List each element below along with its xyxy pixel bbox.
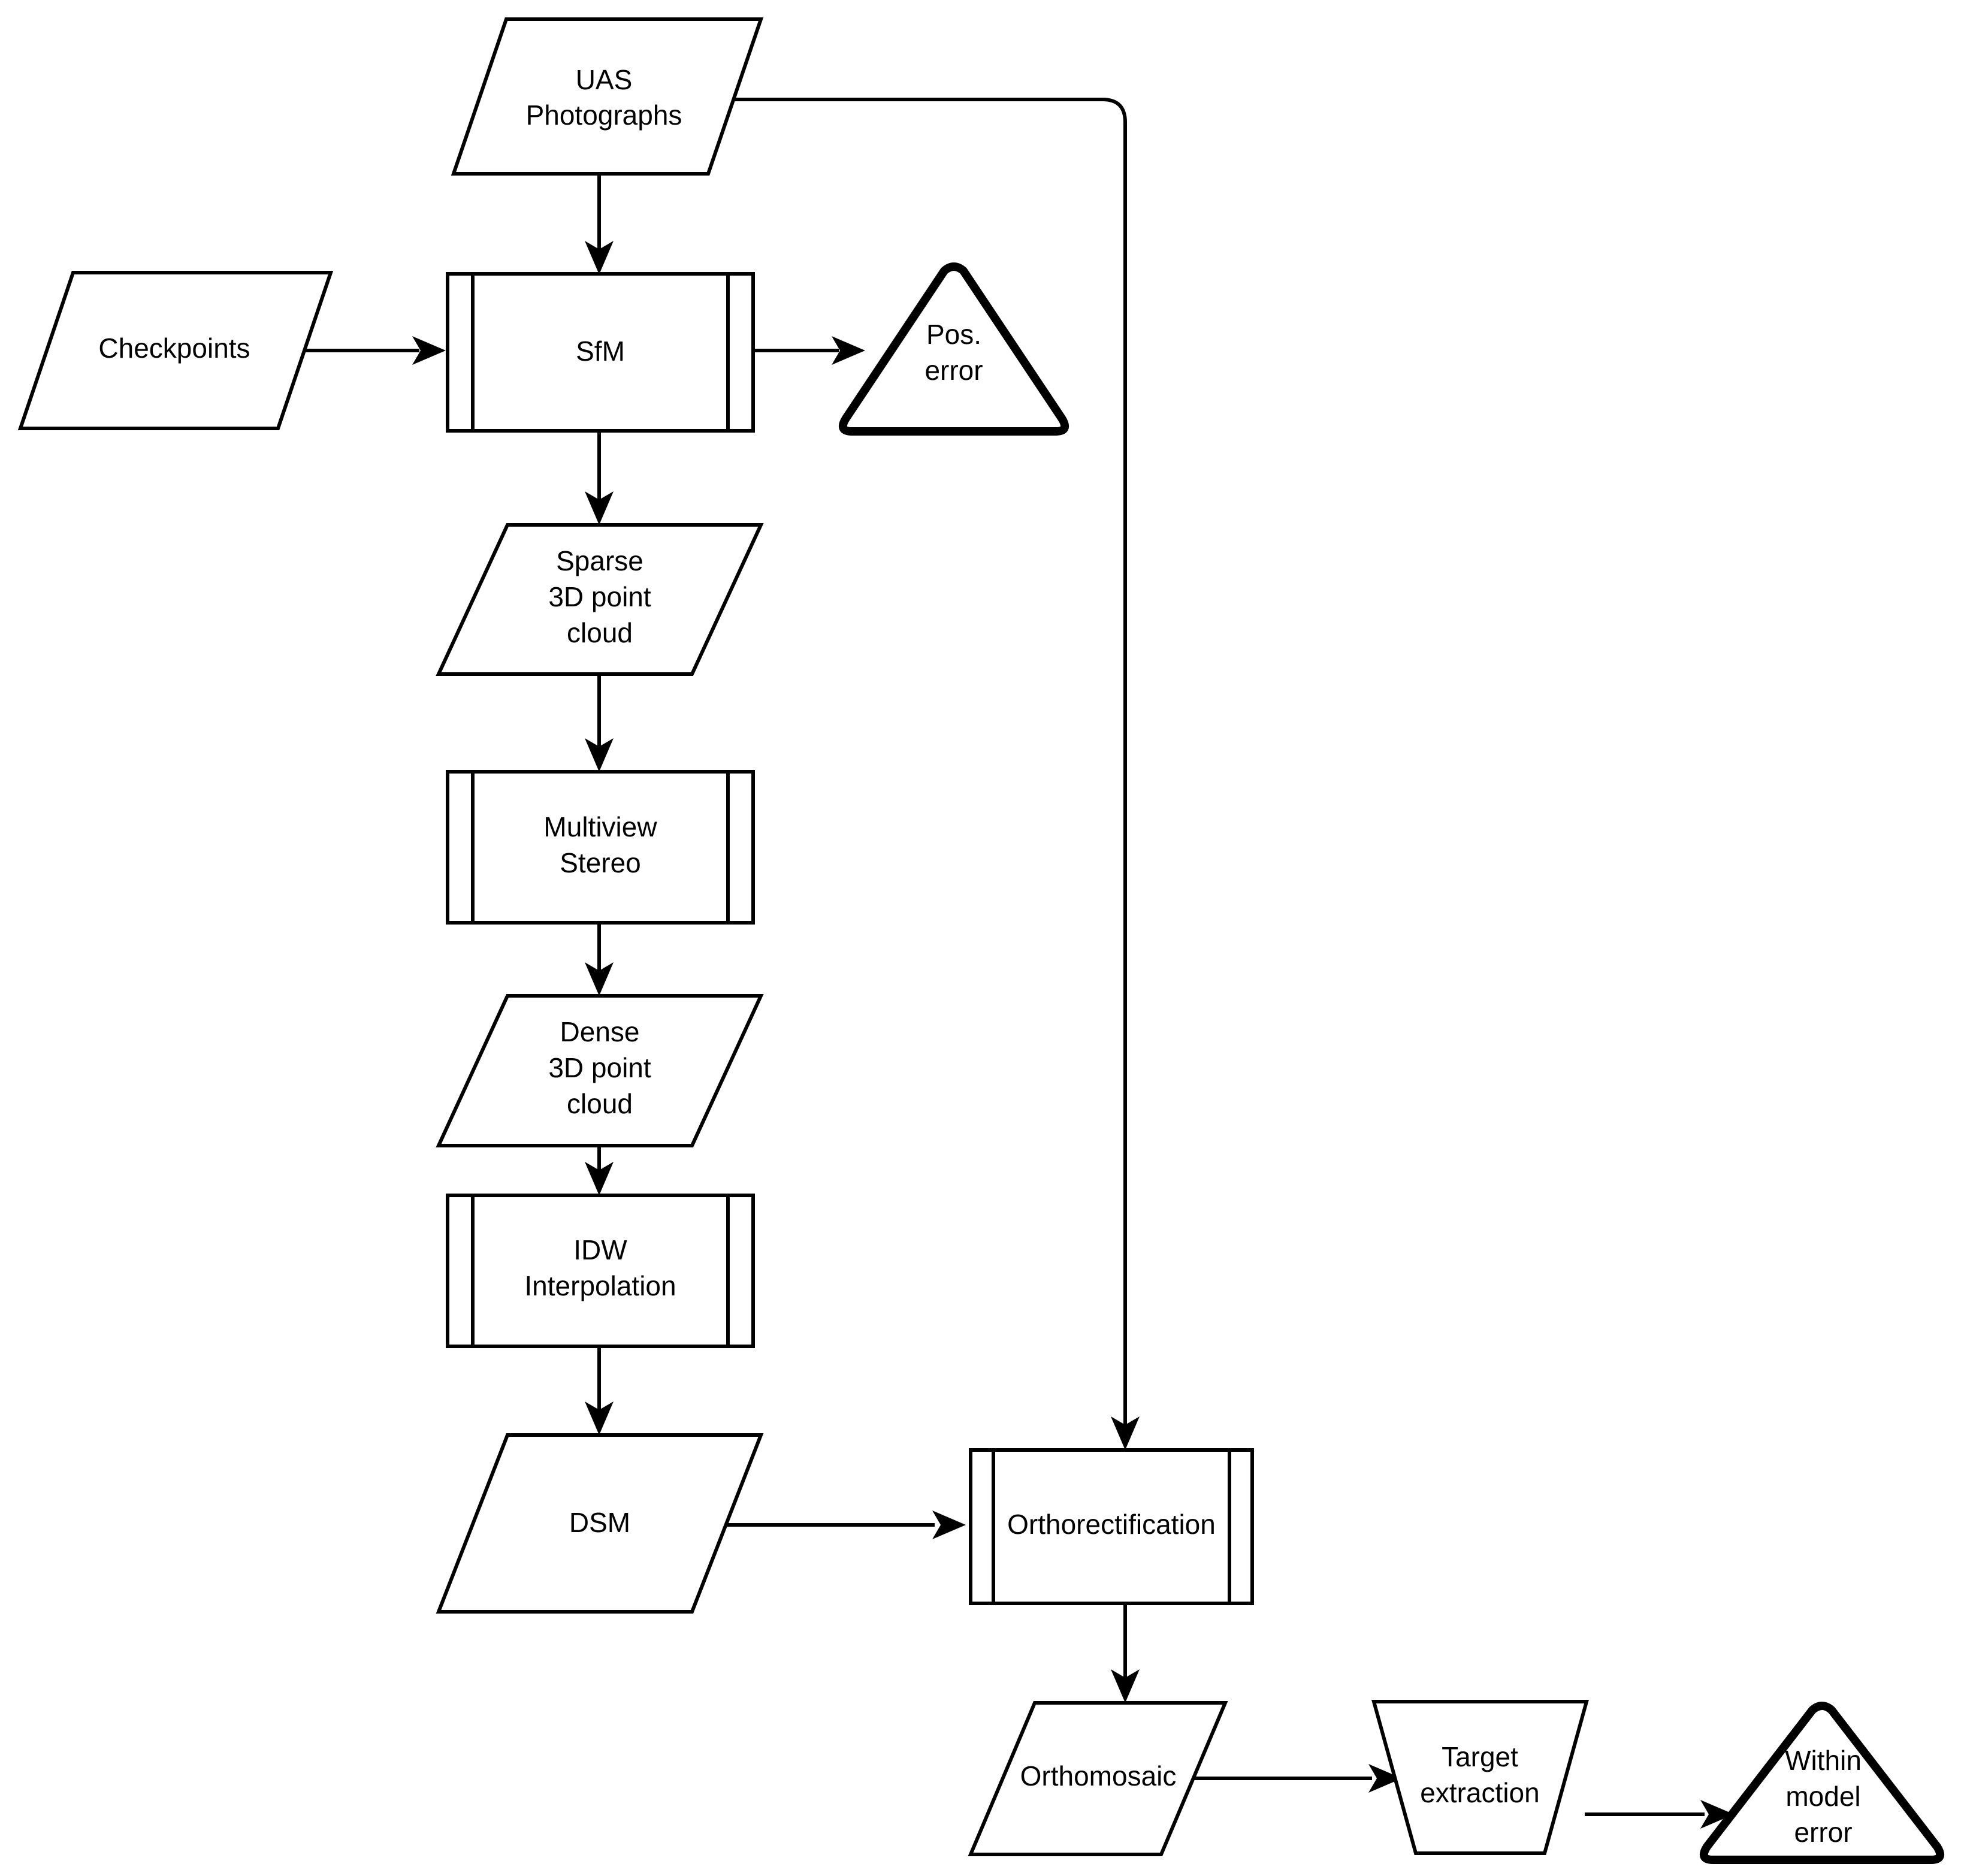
node-uas-photographs[interactable]: UAS Photographs [451,17,764,176]
edge-uas-to-orthorectification [708,98,1140,1450]
node-label-sfm: SfM [576,336,625,367]
node-label-sparse-cloud-line-2: 3D point [548,581,651,612]
node-pos-error[interactable]: Pos. error [838,262,1069,436]
node-label-dsm: DSM [569,1507,630,1538]
node-label-orthomosaic: Orthomosaic [1020,1760,1177,1792]
node-label-within-model-error-line-2: model [1785,1781,1860,1812]
edge-orthorectification-to-orthomosaic [1111,1603,1140,1703]
node-label-uas-photographs-line-2: Photographs [526,99,682,131]
edge-idw-to-dsm [585,1346,614,1435]
node-label-uas-photographs-line-1: UAS [576,64,633,95]
edge-sfm-to-sparse-cloud [585,431,614,525]
node-label-dense-cloud-line-1: Dense [560,1016,640,1047]
node-sfm[interactable]: SfM [446,272,755,433]
node-label-within-model-error-line-1: Within [1785,1745,1862,1776]
node-label-target-extraction-line-1: Target [1442,1741,1518,1772]
node-label-within-model-error-line-3: error [1794,1817,1852,1848]
edge-dense-cloud-to-idw [585,1146,614,1195]
edge-dsm-to-orthorectification [719,1511,966,1539]
edge-checkpoints-to-sfm [300,336,446,365]
node-sparse-3d-point-cloud[interactable]: Sparse 3D point cloud [436,523,764,676]
node-checkpoints[interactable]: Checkpoints [17,271,334,430]
node-label-pos-error-line-1: Pos. [926,319,981,350]
node-label-sparse-cloud-line-1: Sparse [556,545,643,576]
node-label-idw-interpolation-line-1: IDW [573,1234,627,1265]
edge-uas-to-sfm [585,174,614,274]
edge-sparse-cloud-to-multiview [585,674,614,772]
node-label-pos-error-line-2: error [924,355,983,386]
edge-target-extraction-to-within-model-error [1585,1800,1734,1829]
node-label-dense-cloud-line-2: 3D point [548,1052,651,1083]
edge-multiview-to-dense-cloud [585,923,614,996]
node-label-orthorectification: Orthorectification [1007,1509,1216,1540]
node-orthomosaic[interactable]: Orthomosaic [968,1701,1228,1856]
node-label-sparse-cloud-line-3: cloud [567,617,633,648]
edge-orthomosaic-to-target-extraction [1177,1764,1402,1793]
node-label-dense-cloud-line-3: cloud [567,1088,633,1119]
edge-sfm-to-pos-error [753,336,865,365]
node-orthorectification[interactable]: Orthorectification [969,1448,1254,1605]
node-label-multiview-stereo-line-1: Multiview [543,811,657,842]
node-target-extraction[interactable]: Target extraction [1371,1700,1589,1855]
node-multiview-stereo[interactable]: Multiview Stereo [446,770,755,925]
node-dsm[interactable]: DSM [436,1433,764,1614]
node-idw-interpolation[interactable]: IDW Interpolation [446,1194,755,1348]
node-label-idw-interpolation-line-2: Interpolation [524,1270,676,1301]
node-label-checkpoints: Checkpoints [98,333,250,364]
node-within-model-error[interactable]: Within model error [1699,1702,1945,1864]
node-label-multiview-stereo-line-2: Stereo [560,847,641,878]
node-dense-3d-point-cloud[interactable]: Dense 3D point cloud [436,994,764,1147]
node-label-target-extraction-line-2: extraction [1420,1777,1539,1808]
